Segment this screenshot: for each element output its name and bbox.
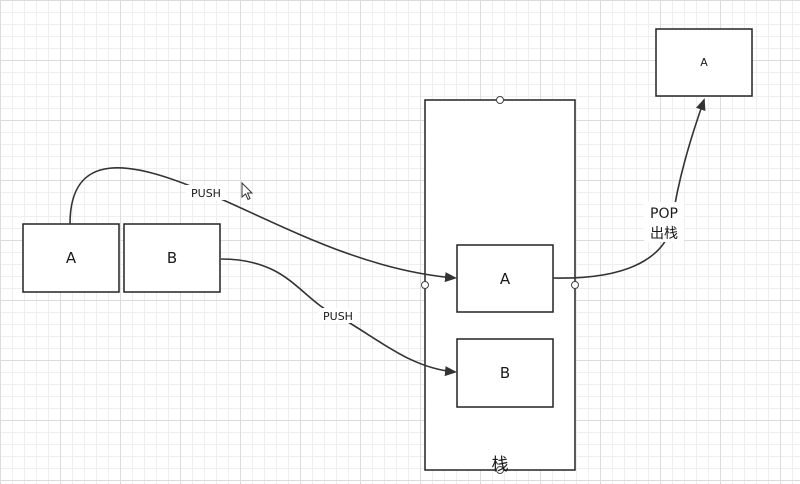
mouse-pointer-icon — [241, 181, 254, 201]
stack-handle-top[interactable] — [496, 96, 504, 104]
stack-handle-left[interactable] — [421, 281, 429, 289]
stack-box-a[interactable] — [456, 244, 554, 313]
pop-label-line1: POP — [650, 206, 678, 222]
source-box-b[interactable] — [123, 223, 221, 293]
stack-handle-right[interactable] — [571, 281, 579, 289]
push-b-label: PUSH — [323, 310, 353, 323]
source-box-a[interactable] — [22, 223, 120, 293]
popped-box-a[interactable] — [655, 28, 753, 97]
push-b-label-bg — [318, 308, 358, 323]
stack-box-a-label: A — [500, 270, 511, 288]
stack-handle-bottom[interactable] — [496, 466, 504, 474]
pop-label-line2: 出栈 — [650, 226, 678, 242]
push-a-label: PUSH — [191, 187, 221, 200]
stack-box-b[interactable] — [456, 338, 554, 408]
stack-caption: 栈 — [492, 455, 509, 475]
popped-box-a-label: A — [700, 56, 708, 69]
source-box-a-label: A — [66, 249, 77, 267]
source-box-b-label: B — [167, 249, 177, 267]
stack-box-b-label: B — [500, 364, 510, 382]
pop-label-bg — [644, 202, 684, 242]
push-a-label-bg — [186, 185, 226, 200]
